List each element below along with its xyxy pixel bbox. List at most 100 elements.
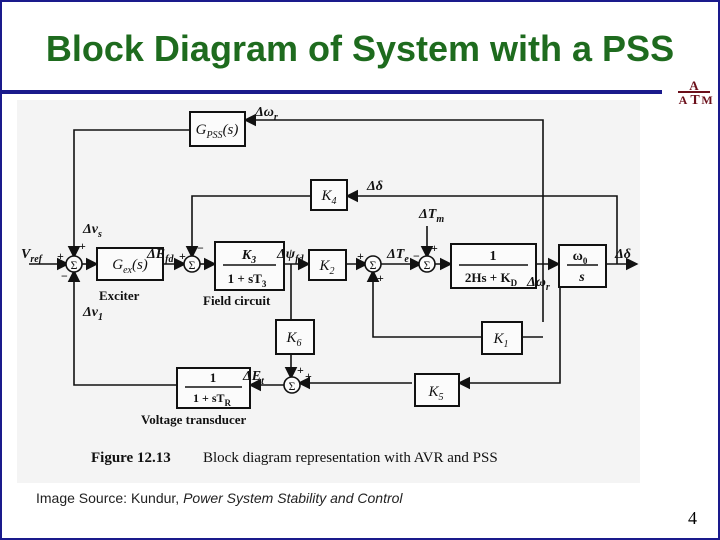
rotor-block: 1 2Hs + KD [450, 243, 537, 289]
svg-text:Σ: Σ [289, 379, 296, 393]
k6-label: K [285, 330, 297, 346]
omega-integrator-block: ω0 s [558, 244, 607, 288]
svg-text:Δδ: Δδ [366, 179, 383, 194]
k3-num: K [241, 248, 253, 263]
svg-text:K3: K3 [241, 248, 256, 266]
gpss-label: G [196, 122, 207, 138]
svg-text:K5: K5 [427, 384, 443, 403]
svg-text:+: + [297, 363, 304, 377]
gex-arg: (s) [132, 257, 148, 273]
label-delta-efd: ΔE [146, 247, 165, 262]
svg-text:−: − [197, 241, 204, 255]
svg-text:ΔEt: ΔEt [242, 369, 265, 387]
k6-sub: 6 [297, 338, 302, 349]
svg-text:1 + sT3: 1 + sT3 [228, 271, 267, 289]
slide-title: Block Diagram of System with a PSS [45, 28, 675, 69]
svg-text:Σ: Σ [370, 258, 377, 272]
image-source-caption: Image Source: Kundur, Power System Stabi… [36, 490, 403, 506]
figure-caption: Figure 12.13 Block diagram representatio… [91, 450, 498, 466]
svg-text:Σ: Σ [424, 258, 431, 272]
label-exciter: Exciter [99, 288, 140, 303]
omega-den: s [578, 270, 585, 285]
transducer-block: 1 1 + sTR [176, 367, 251, 409]
label-delta-omega-r-top: Δω [254, 105, 274, 120]
caption-book-title: Power System Stability and Control [183, 490, 403, 506]
rotor-den-sub: D [511, 278, 518, 288]
gpss-block: GPSS(s) [189, 111, 246, 147]
label-delta-psi-fd: Δψ [276, 247, 296, 262]
label-delta-tm: ΔT [418, 207, 438, 222]
label-delta-delta-out: Δδ [614, 247, 631, 262]
svg-text:Δωr: Δωr [526, 275, 550, 293]
omega-num-sub: 0 [583, 256, 588, 266]
label-delta-vs: Δv [82, 222, 99, 237]
label-field-circuit: Field circuit [203, 293, 271, 308]
k3-num-sub: 3 [250, 255, 256, 266]
label-v-ref: V [21, 247, 32, 262]
texas-am-logo-icon: A A T M [675, 75, 713, 109]
label-delta-delta-k4: Δδ [366, 179, 383, 194]
k1-block: K1 [481, 321, 523, 355]
caption-prefix: Image Source: Kundur, [36, 490, 184, 506]
svg-text:Δv1: Δv1 [82, 305, 103, 323]
label-delta-et: ΔE [242, 369, 261, 384]
k2-block: K2 [308, 249, 347, 281]
summing-junction-4: Σ [418, 255, 436, 273]
svg-text:+: + [57, 249, 64, 263]
svg-text:T: T [690, 93, 700, 108]
svg-text:K2: K2 [318, 258, 334, 277]
block-names: Exciter Field circuit Voltage transducer [99, 288, 271, 427]
polarity-signs: + + − + − + + − + + + [57, 239, 438, 383]
svg-text:Σ: Σ [71, 258, 78, 272]
svg-text:ΔTm: ΔTm [418, 207, 444, 225]
k2-label: K [318, 258, 330, 274]
k5-sub: 5 [439, 392, 444, 403]
svg-text:ω0: ω0 [573, 249, 588, 266]
svg-text:Δψfd: Δψfd [276, 247, 304, 265]
svg-text:K1: K1 [492, 331, 508, 350]
svg-text:−: − [61, 269, 68, 283]
block-diagram: GPSS(s) K4 Gex(s) K3 1 + sT3 K2 1 [17, 100, 640, 483]
svg-text:2Hs + KD: 2Hs + KD [465, 270, 518, 288]
svg-text:M: M [701, 93, 712, 107]
svg-text:+: + [357, 249, 364, 263]
svg-text:Gex(s): Gex(s) [112, 257, 148, 276]
svg-text:+: + [305, 369, 312, 383]
figure-label: Figure 12.13 [91, 450, 171, 466]
svg-text:1 + sTR: 1 + sTR [193, 391, 232, 408]
k5-label: K [427, 384, 439, 400]
k2-sub: 2 [330, 266, 335, 277]
summing-junction-5: Σ [283, 376, 301, 394]
svg-text:Vref: Vref [21, 247, 44, 265]
svg-text:GPSS(s): GPSS(s) [196, 122, 239, 141]
block-diagram-svg: GPSS(s) K4 Gex(s) K3 1 + sT3 K2 1 [21, 105, 639, 466]
gex-sub: ex [123, 265, 132, 276]
signal-wires [29, 113, 639, 392]
omega-num: ω [573, 249, 583, 264]
k4-block: K4 [310, 179, 348, 211]
summing-junction-2: Σ [183, 255, 201, 273]
svg-text:Δδ: Δδ [614, 247, 631, 262]
logo-top-text: A [689, 78, 699, 93]
k4-sub: 4 [332, 196, 337, 207]
svg-text:Δvs: Δvs [82, 222, 102, 240]
label-delta-te: ΔT [386, 247, 406, 262]
signal-labels: Δωr Δδ ΔTm Δvs Vref ΔEfd Δψfd ΔTe Δωr Δδ… [21, 105, 631, 387]
svg-text:+: + [179, 249, 186, 263]
k3-den-sub: 3 [262, 279, 267, 289]
transducer-num: 1 [210, 370, 217, 385]
k5-block: K5 [414, 373, 460, 407]
gex-label: G [112, 257, 123, 273]
label-delta-omega-r: Δω [526, 275, 546, 290]
summing-junction-1: Σ [65, 255, 83, 273]
label-delta-v1: Δv [82, 305, 99, 320]
gpss-sub: PSS [205, 130, 222, 141]
svg-text:+: + [79, 239, 86, 253]
field-circuit-block: K3 1 + sT3 [214, 241, 285, 291]
svg-text:−: − [413, 249, 420, 263]
svg-text:Δωr: Δωr [254, 105, 278, 123]
k3-den: 1 + sT [228, 271, 262, 286]
svg-text:ΔTe: ΔTe [386, 247, 409, 265]
k1-sub: 1 [504, 339, 509, 350]
